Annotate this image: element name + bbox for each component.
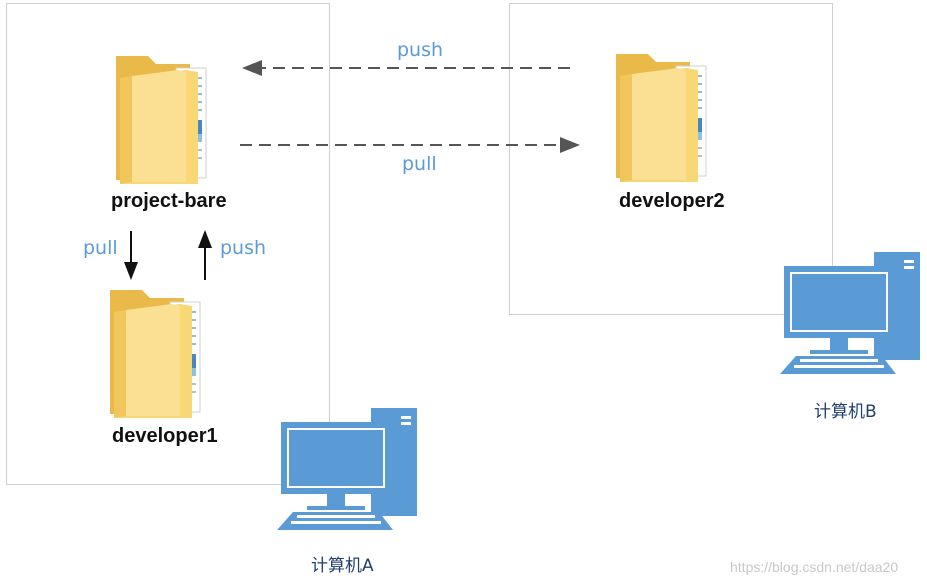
arrow-label-left-pull: pull bbox=[83, 237, 118, 259]
repo-label-developer1: developer1 bbox=[112, 425, 218, 447]
arrow-label-left-push: push bbox=[220, 237, 267, 259]
pull-arrow-left bbox=[124, 231, 138, 280]
folder-icon bbox=[116, 56, 207, 184]
machine-label-b: 计算机B bbox=[814, 402, 877, 422]
folder-icon bbox=[616, 54, 707, 182]
arrow-label-top-push: push bbox=[397, 39, 444, 61]
repo-label-project-bare: project-bare bbox=[111, 190, 227, 212]
pull-arrow-top bbox=[240, 137, 580, 153]
computer-icon bbox=[780, 252, 920, 374]
folder-icon bbox=[110, 290, 201, 418]
machine-label-a: 计算机A bbox=[311, 556, 374, 576]
watermark: https://blog.csdn.net/daa20 bbox=[730, 559, 899, 575]
computer-icon bbox=[277, 408, 417, 530]
push-arrow-top bbox=[242, 60, 570, 76]
arrow-label-top-pull: pull bbox=[402, 153, 437, 175]
push-arrow-left bbox=[198, 230, 212, 280]
repo-label-developer2: developer2 bbox=[619, 190, 725, 212]
